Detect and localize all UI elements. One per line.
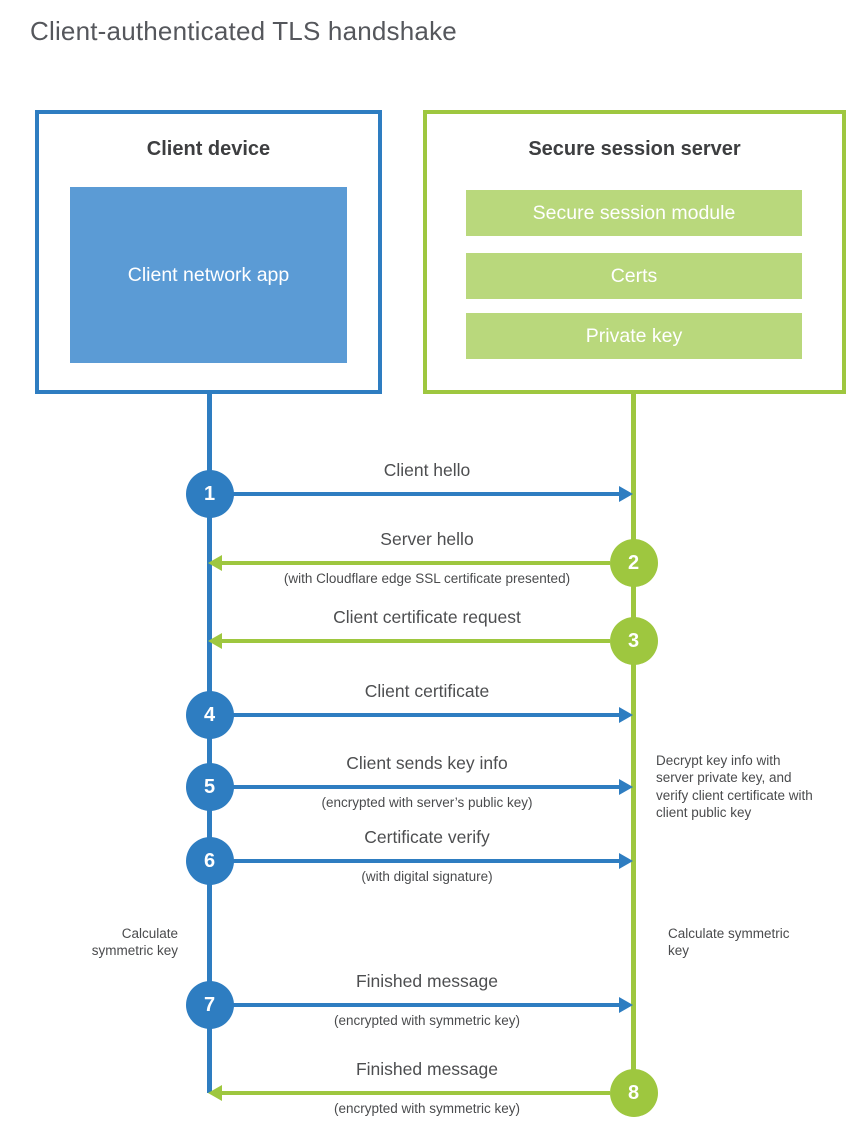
client-device-box: Client device Client network app	[35, 110, 382, 394]
server-module-bar: Certs	[466, 253, 802, 299]
message-label: Client certificate request	[333, 607, 521, 627]
message-arrow-body	[222, 561, 610, 565]
arrow-right-icon	[619, 486, 633, 502]
message-arrow-body	[233, 1003, 621, 1007]
step-circle: 4	[185, 691, 234, 739]
step-circle: 2	[609, 539, 658, 587]
arrow-left-icon	[208, 555, 222, 571]
message-sublabel: (encrypted with symmetric key)	[333, 1013, 521, 1028]
server-module-label: Secure session module	[532, 201, 736, 224]
message-label: Client hello	[383, 460, 471, 480]
arrow-right-icon	[619, 853, 633, 869]
server-module-bar: Secure session module	[466, 190, 802, 236]
server-module-label: Private key	[585, 324, 683, 347]
arrow-left-icon	[208, 633, 222, 649]
server-module-bar: Private key	[466, 313, 802, 359]
step-circle: 3	[609, 617, 658, 665]
step-circle: 8	[609, 1069, 658, 1117]
client-network-app-box: Client network app	[70, 187, 347, 363]
arrow-right-icon	[619, 997, 633, 1013]
message-label: Server hello	[380, 529, 474, 549]
message-label: Client sends key info	[346, 753, 508, 773]
client-network-app-label: Client network app	[127, 263, 290, 286]
message-label: Client certificate	[364, 681, 490, 701]
message-sublabel: (with Cloudflare edge SSL certificate pr…	[283, 571, 571, 586]
step-circle: 5	[185, 763, 234, 811]
message-label: Finished message	[355, 971, 499, 991]
client-lifeline	[207, 392, 212, 1093]
step-circle: 1	[185, 470, 234, 518]
message-arrow-body	[233, 492, 621, 496]
arrow-right-icon	[619, 707, 633, 723]
message-arrow-body	[222, 639, 610, 643]
note-calculate-symmetric-key-server: Calculate symmetric key	[668, 926, 790, 959]
note-decrypt-verify: Decrypt key info with server private key…	[656, 753, 813, 820]
arrow-left-icon	[208, 1085, 222, 1101]
message-arrow-body	[233, 859, 621, 863]
server-lifeline	[631, 392, 636, 1093]
message-label: Certificate verify	[364, 827, 490, 847]
message-arrow-body	[233, 785, 621, 789]
step-circle: 6	[185, 837, 234, 885]
server-module-label: Certs	[610, 264, 658, 287]
message-sublabel: (with digital signature)	[361, 869, 493, 884]
page-title: Client-authenticated TLS handshake	[30, 16, 457, 46]
message-label: Finished message	[355, 1059, 499, 1079]
arrow-right-icon	[619, 779, 633, 795]
message-sublabel: (encrypted with symmetric key)	[333, 1101, 521, 1116]
step-circle: 7	[185, 981, 234, 1029]
server-heading: Secure session server	[528, 138, 741, 160]
server-box: Secure session server Secure session mod…	[423, 110, 846, 394]
message-sublabel: (encrypted with server’s public key)	[321, 795, 533, 810]
note-calculate-symmetric-key-client: Calculate symmetric key	[91, 926, 178, 959]
client-device-heading: Client device	[146, 138, 271, 160]
message-arrow-body	[222, 1091, 610, 1095]
message-arrow-body	[233, 713, 621, 717]
